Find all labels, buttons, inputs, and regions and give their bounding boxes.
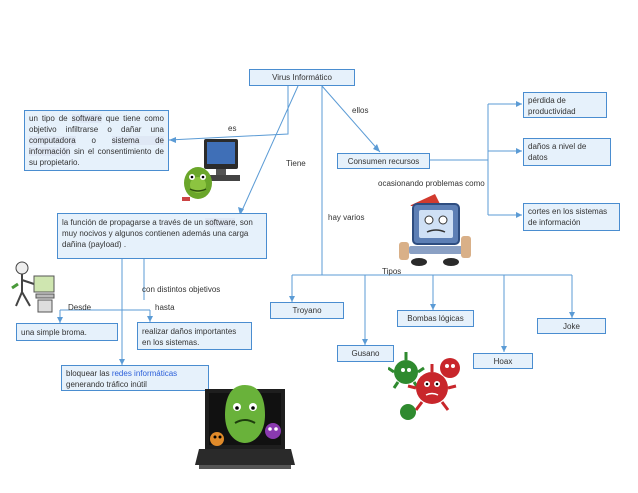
label-hasta: hasta [155, 303, 175, 312]
consumen-recursos-node: Consumen recursos [337, 153, 430, 169]
label-tiene: Tiene [286, 159, 306, 168]
bombas-node: Bombas lógicas [397, 310, 474, 327]
troyano-node: Troyano [270, 302, 344, 319]
sick-computer-image [399, 194, 471, 266]
virus-computer-image [182, 139, 240, 201]
hoax-node: Hoax [473, 353, 533, 369]
gusano-node: Gusano [337, 345, 394, 362]
label-con-objetivos: con distintos objetivos [142, 285, 221, 294]
angry-viruses-image [388, 352, 460, 420]
label-es: es [228, 124, 237, 133]
bloquear-node: bloquear las redes informáticas generand… [61, 365, 209, 391]
realizar-node: realizar daños importantes en los sistem… [137, 322, 252, 350]
label-ocasionando: ocasionando problemas como [378, 179, 485, 188]
danos-node: daños a nivel de datos [523, 138, 611, 166]
joke-node: Joke [537, 318, 606, 334]
root-node: Virus Informático [249, 69, 355, 86]
label-desde: Desde [68, 303, 92, 312]
label-hay-varios: hay varios [328, 213, 365, 222]
perdida-node: pérdida de productividad [523, 92, 607, 118]
person-computer-image [11, 261, 55, 313]
label-ellos: ellos [352, 106, 369, 115]
label-tipos: Tipos [382, 267, 402, 276]
definition-node: un tipo de software que tiene como objet… [24, 110, 169, 171]
laptop-viruses-image [195, 385, 295, 469]
cortes-node: cortes en los sistemas de información [523, 203, 620, 231]
function-node: la función de propagarse a través de un … [57, 213, 267, 259]
broma-node: una simple broma. [16, 323, 118, 341]
root-label: Virus Informático [272, 73, 332, 82]
redes-link[interactable]: redes informáticas [111, 369, 178, 378]
